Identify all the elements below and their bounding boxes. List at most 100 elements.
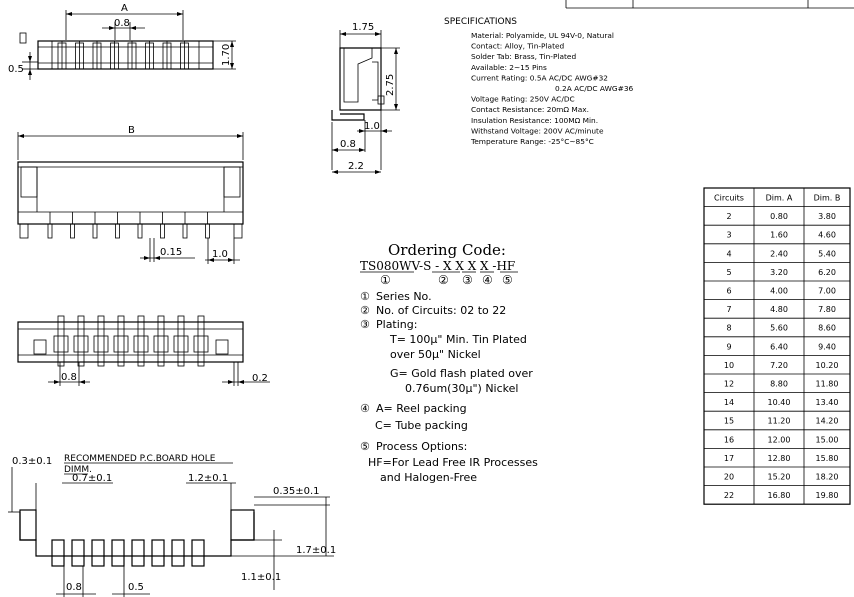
front-pin	[137, 212, 143, 239]
spec-line: Current Rating: 0.5A AC/DC AWG#32	[471, 73, 608, 82]
front-pin	[70, 212, 75, 239]
ordering-note-text: Plating:	[376, 318, 417, 331]
table-cell: 11.80	[816, 380, 839, 389]
table-cell: 7	[726, 305, 731, 314]
ordering-note: T= 100μ" Min. Tin Plated	[389, 333, 527, 346]
table-cell: 10	[724, 361, 734, 370]
front-pitch-label: 1.0	[212, 249, 228, 260]
ordering-note: ③ Plating:	[360, 318, 417, 331]
spec-line: Material: Polyamide, UL 94V-0, Natural	[471, 31, 614, 40]
table-cell: 5	[726, 268, 731, 277]
bottom-pin	[193, 315, 209, 367]
table-cell: 10.40	[768, 398, 791, 407]
table-cell: 9	[726, 342, 731, 351]
ordering-note-text: A= Reel packing	[376, 402, 467, 415]
ordering-note-number: ③	[360, 318, 370, 331]
bottom-pin	[133, 315, 149, 367]
front-pin	[160, 212, 165, 239]
pcb-pad-width-label: 0.7±0.1	[72, 473, 112, 484]
ordering-marker-3: ③	[462, 273, 473, 287]
table-cell: 6.20	[818, 268, 836, 277]
bottom-pin	[113, 315, 129, 367]
table-cell: 7.20	[770, 361, 788, 370]
ordering-note: G= Gold flash plated over	[390, 367, 533, 380]
spec-line: Voltage Rating: 250V AC/DC	[471, 95, 575, 104]
pcb-pad	[131, 539, 145, 567]
spec-line: Contact Resistance: 20mΩ Max.	[471, 105, 589, 114]
table-cell: 16.80	[768, 491, 791, 500]
front-pin	[205, 212, 210, 239]
ordering-note-text: 0.76um(30μ") Nickel	[405, 382, 518, 395]
ordering-note: ② No. of Circuits: 02 to 22	[360, 304, 506, 317]
table-cell: 14.20	[816, 417, 839, 426]
front-view: B 0.15 1.0	[17, 125, 244, 264]
front-pin	[115, 212, 120, 239]
spec-line: Solder Tab: Brass, Tin-Plated	[471, 52, 576, 61]
pcb-edge-label: 0.3±0.1	[12, 456, 52, 467]
spec-title: SPECIFICATIONS	[444, 17, 517, 27]
table-header: Circuits	[714, 194, 744, 203]
table-cell: 11.20	[768, 417, 791, 426]
bottom-pin	[53, 315, 69, 367]
ordering-note-number: ②	[360, 304, 370, 317]
bottom-tab-label: 0.2	[252, 373, 268, 384]
spec-line: Contact: Alloy, Tin-Plated	[471, 42, 565, 51]
ordering-title: Ordering Code:	[388, 241, 506, 259]
pcb-pad	[151, 539, 165, 567]
ordering-note-text: T= 100μ" Min. Tin Plated	[389, 333, 527, 346]
table-cell: 8	[726, 324, 731, 333]
ordering-note-number: ⑤	[360, 440, 370, 453]
ordering-note: C= Tube packing	[375, 419, 468, 432]
table-cell: 15.00	[816, 435, 839, 444]
bottom-pin	[73, 315, 89, 367]
table-cell: 10.20	[816, 361, 839, 370]
side-view: 1.75 2.75 1.0 0.8 2	[331, 22, 400, 174]
table-cell: 4.00	[770, 287, 788, 296]
ordering-note-text: No. of Circuits: 02 to 22	[376, 304, 506, 317]
pcb-title-1: RECOMMENDED P.C.BOARD HOLE	[64, 454, 216, 464]
table-cell: 15.80	[816, 454, 839, 463]
table-cell: 3.80	[818, 212, 836, 221]
side-overall-label: 2.2	[348, 161, 364, 172]
table-cell: 22	[724, 491, 734, 500]
table-cell: 4	[726, 249, 731, 258]
spec-line: Temperature Range: -25°C~85°C	[470, 137, 594, 146]
spec-line: 0.2A AC/DC AWG#36	[555, 84, 634, 93]
table-cell: 15.20	[768, 473, 791, 482]
ordering-marker-1: ①	[380, 273, 391, 287]
side-tail-label: 1.0	[364, 121, 380, 132]
table-cell: 8.80	[770, 380, 788, 389]
table-cell: 6.40	[770, 342, 788, 351]
side-width-label: 1.75	[352, 22, 374, 33]
pcb-height-label: 1.7±0.1	[296, 545, 336, 556]
table-cell: 15	[724, 417, 734, 426]
ordering-note-text: G= Gold flash plated over	[390, 367, 533, 380]
table-header: Dim. A	[766, 194, 793, 203]
front-tab	[233, 223, 243, 239]
table-cell: 5.40	[818, 249, 836, 258]
table-cell: 4.80	[770, 305, 788, 314]
ordering-note: 0.76um(30μ") Nickel	[405, 382, 518, 395]
table-cell: 19.80	[816, 491, 839, 500]
table-cell: 0.80	[770, 212, 788, 221]
table-header: Dim. B	[814, 194, 841, 203]
dim-b-label: B	[128, 125, 135, 136]
top-pin	[145, 41, 154, 70]
front-pin	[182, 212, 188, 239]
front-pin	[47, 212, 53, 239]
ordering-note: over 50μ" Nickel	[390, 348, 481, 361]
top-pin	[162, 41, 172, 70]
side-foot-label: 0.8	[340, 139, 356, 150]
table-cell: 14	[724, 398, 734, 407]
table-cell: 12.00	[768, 435, 791, 444]
top-pin	[127, 41, 137, 70]
ordering-note: HF=For Lead Free IR Processes	[368, 456, 538, 469]
pcb-pitch-label: 0.8	[66, 582, 82, 593]
ordering-note-text: HF=For Lead Free IR Processes	[368, 456, 538, 469]
table-cell: 7.80	[818, 305, 836, 314]
ordering-code-text: TS080WV-S - X X X X -HF	[360, 259, 515, 273]
table-cell: 1.60	[770, 231, 788, 240]
